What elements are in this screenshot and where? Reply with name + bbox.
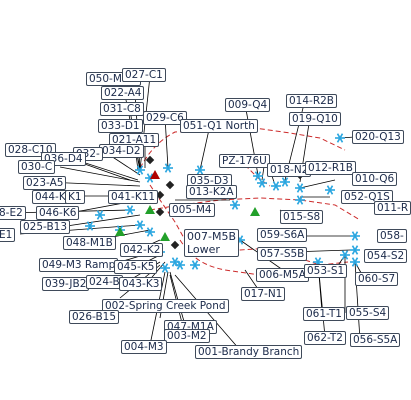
site-label-pz-176u[interactable]: PZ-176U xyxy=(219,154,270,168)
route-lines xyxy=(139,127,361,276)
site-label-057-s5b[interactable]: 057-S5B xyxy=(257,247,308,261)
site-label-043-k3[interactable]: 043-K3 xyxy=(119,277,163,291)
snowflake-icon xyxy=(280,177,290,187)
well-marker-icon xyxy=(170,240,180,250)
site-label-062-t2[interactable]: 062-T2 xyxy=(304,331,346,345)
snowflake-icon xyxy=(145,227,155,237)
snowflake-icon xyxy=(271,181,281,191)
site-label-034-d2[interactable]: 034-D2 xyxy=(99,144,144,158)
site-label-039-jb2[interactable]: 039-JB2 xyxy=(42,277,90,291)
site-label-033-d1[interactable]: 033-D1 xyxy=(98,119,143,133)
site-label-058[interactable]: 058- xyxy=(377,229,407,243)
snowflake-icon xyxy=(195,165,205,175)
snowflake-icon xyxy=(135,165,145,175)
well-marker-icon xyxy=(155,207,165,217)
site-label-020-q13[interactable]: 020-Q13 xyxy=(352,130,404,144)
leader-line xyxy=(59,214,141,228)
site-label-015-s8[interactable]: 015-S8 xyxy=(280,210,324,224)
snowflake-icon xyxy=(160,263,170,273)
route-line xyxy=(179,239,261,276)
site-triangle-icon xyxy=(115,227,125,236)
site-label-009-q4[interactable]: 009-Q4 xyxy=(225,98,271,112)
site-label-029-c6[interactable]: 029-C6 xyxy=(143,111,187,125)
site-label-056-s5a[interactable]: 056-S5A xyxy=(350,333,401,347)
well-marker-icon xyxy=(165,180,175,190)
site-label-031-c8[interactable]: 031-C8 xyxy=(100,102,144,116)
site-label-004-m3[interactable]: 004-M3 xyxy=(121,340,167,354)
well-marker-icon xyxy=(145,155,155,165)
site-label-019-q10[interactable]: 019-Q10 xyxy=(289,112,341,126)
leader-line xyxy=(164,116,169,169)
snowflake-icon xyxy=(335,133,345,143)
leader-line xyxy=(59,166,141,183)
snowflake-icon xyxy=(350,245,360,255)
site-label-045-k5[interactable]: 045-K5 xyxy=(114,260,158,274)
site-triangle-icon xyxy=(160,232,170,241)
warning-triangle-icon xyxy=(150,170,160,179)
site-label-013-k2a[interactable]: 013-K2A xyxy=(186,185,237,199)
site-label-051-q1[interactable]: 051-Q1 North xyxy=(180,119,258,133)
site-label-023-a5[interactable]: 023-A5 xyxy=(23,176,67,190)
snowflake-icon xyxy=(350,257,360,267)
site-label-001-bb[interactable]: 001-Brandy Branch xyxy=(195,345,303,359)
site-label-055-s4[interactable]: 055-S4 xyxy=(346,306,390,320)
site-label-061-t1[interactable]: 061-T1 xyxy=(303,307,345,321)
snowflake-icon xyxy=(340,250,350,260)
site-triangle-icon xyxy=(250,207,260,216)
site-label-025-b13[interactable]: 025-B13 xyxy=(20,220,71,234)
site-label-059-s6a[interactable]: 059-S6A xyxy=(257,228,308,242)
snowflake-icon xyxy=(190,260,200,270)
snowflake-icon xyxy=(125,205,135,215)
leader-line xyxy=(299,179,336,189)
site-label-049-m3[interactable]: 049-M3 Ramp xyxy=(39,258,119,272)
site-label-026-b15[interactable]: 026-B15 xyxy=(69,310,120,324)
site-triangle-icon xyxy=(145,205,155,214)
snowflake-icon xyxy=(350,231,360,241)
map-layer xyxy=(7,75,366,351)
site-label-042-k2[interactable]: 042-K2 xyxy=(120,243,164,257)
route-line xyxy=(149,197,361,221)
route-line xyxy=(139,127,346,169)
snowflake-icon xyxy=(295,195,305,205)
site-label-012-r1b[interactable]: 012-R1B xyxy=(305,161,357,175)
site-label-035-d3[interactable]: 035-D3 xyxy=(187,174,232,188)
snowflake-icon xyxy=(95,210,105,220)
site-label-005-m4[interactable]: 005-M4 xyxy=(169,203,215,217)
snowflake-icon xyxy=(175,260,185,270)
site-label-017-n1[interactable]: 017-N1 xyxy=(241,287,286,301)
site-label-027-c1[interactable]: 027-C1 xyxy=(122,68,166,82)
site-label-e1[interactable]: E1 xyxy=(0,228,16,242)
snowflake-icon xyxy=(257,178,267,188)
snowflake-icon xyxy=(135,220,145,230)
site-label-007-m5b[interactable]: 007-M5B Lower xyxy=(184,229,240,257)
snowflake-icon xyxy=(85,221,95,231)
site-label-053-s1[interactable]: 053-S1 xyxy=(304,264,348,278)
leader-line xyxy=(169,271,186,326)
site-label-8-e2[interactable]: 8-E2 xyxy=(0,206,26,220)
site-label-010-q6[interactable]: 010-Q6 xyxy=(352,172,398,186)
site-label-044-k4[interactable]: 044-K4 xyxy=(32,190,76,204)
site-label-060-s7[interactable]: 060-S7 xyxy=(355,272,399,286)
site-label-003-m2[interactable]: 003-M2 xyxy=(164,329,210,343)
site-label-046-k6[interactable]: 046-K6 xyxy=(36,206,80,220)
site-label-011-r[interactable]: 011-R xyxy=(374,201,411,215)
site-label-024-b[interactable]: 024-B xyxy=(86,275,123,289)
snowflake-icon xyxy=(325,185,335,195)
site-label-006-m5a[interactable]: 006-M5A xyxy=(256,268,309,282)
site-label-014-r2b[interactable]: 014-R2B xyxy=(286,94,338,108)
site-label-022-a4[interactable]: 022-A4 xyxy=(101,86,145,100)
site-label-k1[interactable]: K1 xyxy=(65,190,85,204)
site-label-054-s2[interactable]: 054-S2 xyxy=(364,249,408,263)
site-label-030-c[interactable]: 030-C xyxy=(18,160,56,174)
site-label-002-scp[interactable]: 002-Spring Creek Pond xyxy=(102,299,229,313)
snowflake-icon xyxy=(230,200,240,210)
site-label-048-m1b[interactable]: 048-M1B xyxy=(63,236,116,250)
site-label-052-q1s[interactable]: 052-Q1S xyxy=(341,190,393,204)
snowflake-icon xyxy=(163,163,173,173)
site-label-041-k11[interactable]: 041-K11 xyxy=(108,190,159,204)
snowflake-icon xyxy=(295,183,305,193)
